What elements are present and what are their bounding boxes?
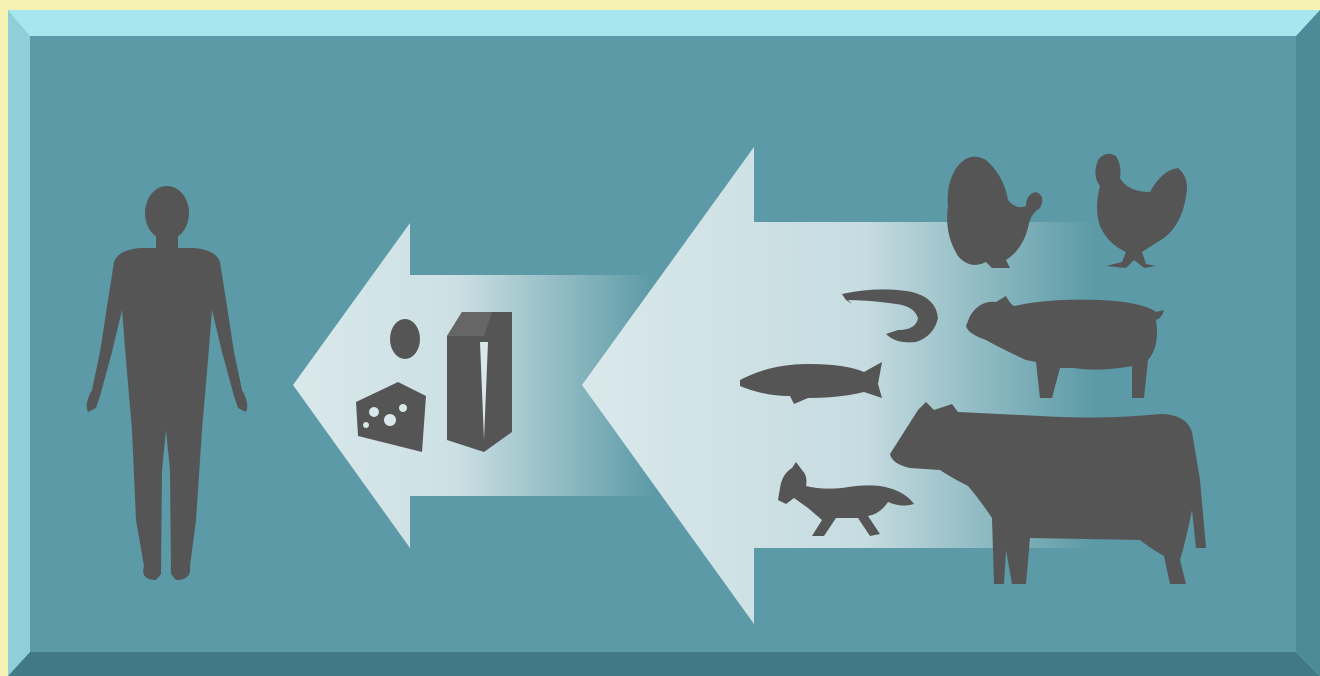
panel-bevel-left [8,10,30,676]
panel-bevel-bottom [8,652,1320,676]
panel-bevel-top [8,10,1320,36]
milk-carton-icon [447,312,512,452]
egg-icon [390,319,420,359]
panel-bevel-right [1296,10,1320,676]
